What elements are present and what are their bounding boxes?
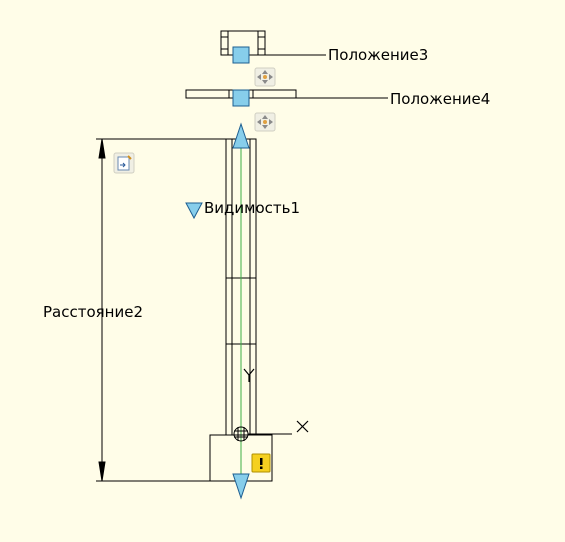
position4-label[interactable]: Положение4 xyxy=(390,90,490,108)
base-point-icon[interactable] xyxy=(233,426,249,442)
stretch-grip-top[interactable] xyxy=(232,122,250,149)
ucs-y-label xyxy=(243,368,255,382)
warning-icon[interactable] xyxy=(251,453,271,473)
move-cross-icon[interactable] xyxy=(254,67,276,87)
distance-label[interactable]: Расстояние2 xyxy=(43,303,143,321)
position3-label[interactable]: Положение3 xyxy=(328,46,428,64)
visibility-grip[interactable] xyxy=(185,202,203,220)
visibility-label[interactable]: Видимость1 xyxy=(204,199,300,217)
stretch-grip-bottom[interactable] xyxy=(232,473,250,500)
move-cross-icon[interactable] xyxy=(254,112,276,132)
position3-grip[interactable] xyxy=(232,46,250,64)
distance-dimension[interactable] xyxy=(96,138,226,482)
position4-grip[interactable] xyxy=(232,89,250,107)
parameter-edit-icon[interactable] xyxy=(113,152,135,174)
ucs-x-label xyxy=(296,420,309,433)
